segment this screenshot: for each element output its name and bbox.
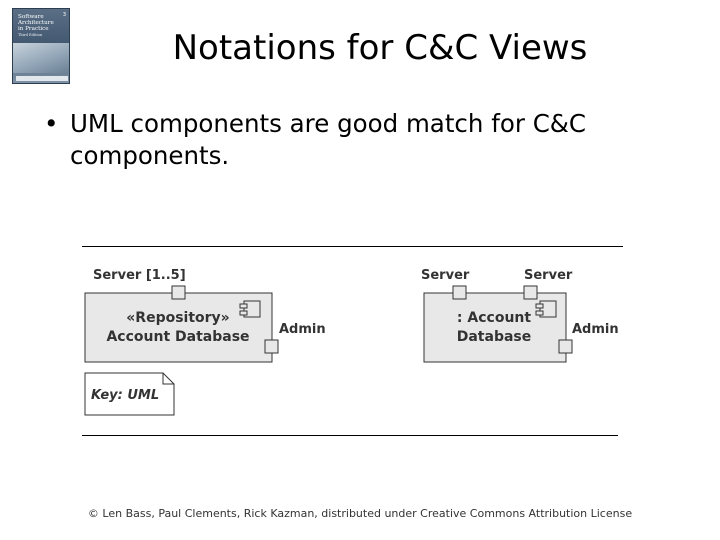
left-admin-port xyxy=(264,339,279,354)
right-admin-port xyxy=(558,339,573,354)
right-server-port-1 xyxy=(452,285,467,300)
left-server-port xyxy=(171,285,186,300)
copyright-footer: © Len Bass, Paul Clements, Rick Kazman, … xyxy=(87,507,633,520)
book-edition: Third Edition xyxy=(18,33,43,37)
book-cover-author-strip xyxy=(16,76,68,81)
left-component: Server [1..5] «Repository» Account Datab… xyxy=(84,268,326,363)
book-title-line: Software xyxy=(18,14,44,20)
right-component-name-line2: Database xyxy=(457,329,532,345)
right-component: Server Server : Account Database Admin xyxy=(421,268,619,363)
book-cover-title: Software Architecture in Practice Third … xyxy=(18,14,62,38)
book-title-line: Architecture xyxy=(18,20,54,26)
slide-title: Notations for C&C Views xyxy=(172,28,588,68)
left-component-name: Account Database xyxy=(106,329,249,345)
figure-top-rule xyxy=(82,246,623,247)
bullet-dot-icon: • xyxy=(44,109,59,138)
left-component-stereotype: «Repository» xyxy=(126,310,229,326)
right-server-port-2 xyxy=(523,285,538,300)
right-admin-port-label: Admin xyxy=(572,322,619,337)
book-cover-building-image xyxy=(13,43,69,73)
component-icon xyxy=(535,300,557,318)
book-title-line: in Practice xyxy=(18,26,49,32)
book-cover-thumbnail: 3 Software Architecture in Practice Thir… xyxy=(12,8,70,84)
key-label: Key: UML xyxy=(91,388,159,403)
left-server-port-label: Server [1..5] xyxy=(93,268,186,283)
book-edition-number: 3 xyxy=(62,12,66,18)
bullet-text: UML components are good match for C&C co… xyxy=(70,109,587,170)
note-fold-icon xyxy=(162,373,174,385)
left-admin-port-label: Admin xyxy=(279,322,326,337)
right-server-port-label-1: Server xyxy=(421,268,470,283)
component-icon xyxy=(239,300,261,318)
right-server-port-label-2: Server xyxy=(524,268,573,283)
diagram-key-note: Key: UML xyxy=(84,372,175,416)
right-component-name-line1: : Account xyxy=(457,310,531,326)
note-shape xyxy=(84,372,175,416)
figure-bottom-rule xyxy=(82,435,618,436)
